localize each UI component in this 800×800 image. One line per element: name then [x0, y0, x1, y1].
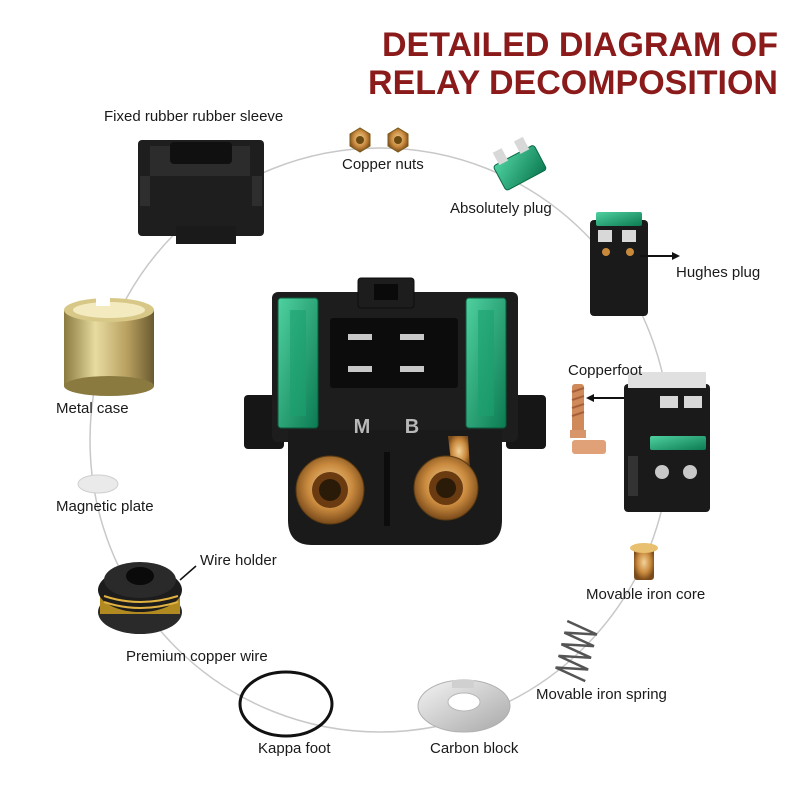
- carbon-block-part: [417, 679, 511, 733]
- copper-nuts-part: [349, 127, 409, 153]
- label-rubber-sleeve: Fixed rubber rubber sleeve: [104, 108, 284, 125]
- movable-iron-spring-part: [555, 619, 598, 683]
- rubber-sleeve-part: [138, 140, 264, 244]
- movable-iron-core-part: [630, 543, 658, 580]
- label-carbon-block: Carbon block: [430, 740, 519, 757]
- label-hughes-plug: Hughes plug: [676, 264, 761, 281]
- relay-mark-m: M: [354, 416, 371, 438]
- label-movable-iron-spring: Movable iron spring: [536, 686, 667, 703]
- title-line-1: DETAILED DIAGRAM OF: [381, 26, 778, 64]
- magnetic-plate-part: [77, 474, 119, 494]
- blade-fuse-part: [492, 136, 547, 191]
- label-copper-nuts: Copper nuts: [342, 156, 424, 173]
- relay-mark-b: B: [405, 416, 419, 438]
- label-movable-iron-core: Movable iron core: [586, 586, 706, 603]
- label-absolutely-plug: Absolutely plug: [450, 200, 552, 217]
- copper-wire-spool-part: [98, 562, 197, 634]
- label-metal-case: Metal case: [56, 400, 129, 417]
- label-premium-copper-wire: Premium copper wire: [126, 648, 268, 665]
- hughes-plug-part: [590, 212, 680, 316]
- kappa-foot-part: [238, 670, 334, 738]
- label-wire-holder: Wire holder: [200, 552, 277, 569]
- metal-case-part: [64, 296, 154, 396]
- label-magnetic-plate: Magnetic plate: [56, 498, 154, 515]
- copperfoot-part: [570, 384, 626, 454]
- open-relay-part: [624, 372, 710, 512]
- diagram-title: DETAILED DIAGRAM OF RELAY DECOMPOSITION: [368, 26, 778, 102]
- center-relay: M B: [244, 277, 546, 545]
- label-kappa-foot: Kappa foot: [258, 740, 331, 757]
- title-line-2: RELAY DECOMPOSITION: [368, 64, 778, 102]
- label-copperfoot: Copperfoot: [568, 362, 643, 379]
